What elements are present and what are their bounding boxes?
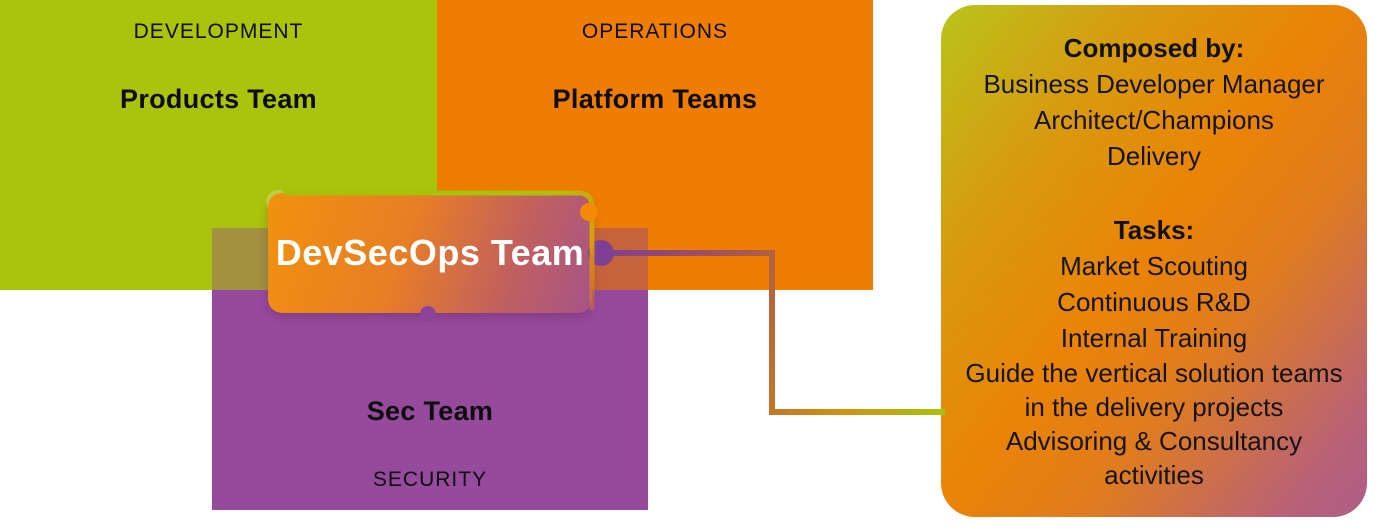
zone-security-label: SECURITY [372, 468, 488, 491]
panel-item: Delivery [1107, 141, 1201, 171]
products-team-label: Products Team [120, 84, 317, 114]
platform-teams-label: Platform Teams [552, 84, 758, 114]
panel-item: Business Developer Manager [983, 69, 1325, 99]
tasks-header: Tasks: [1113, 215, 1195, 245]
panel-item: Internal Training [1060, 323, 1248, 353]
composed-by-header: Composed by: [1063, 33, 1245, 63]
panel-item: Architect/Champions [1034, 105, 1274, 135]
panel-item: Continuous R&D [1057, 287, 1251, 317]
sec-team-label: Sec Team [366, 396, 494, 426]
panel-item: Market Scouting [1060, 251, 1248, 281]
panel-item: Guide the vertical solution teams in the… [965, 358, 1343, 422]
zone-operations-label: OPERATIONS [581, 20, 729, 43]
devsecops-title: DevSecOps Team [275, 232, 585, 273]
devsecops-card: DevSecOps Team [268, 193, 592, 313]
zone-development-label: DEVELOPMENT [133, 20, 304, 43]
panel-item: Advisoring & Consultancy activities [1005, 426, 1303, 490]
